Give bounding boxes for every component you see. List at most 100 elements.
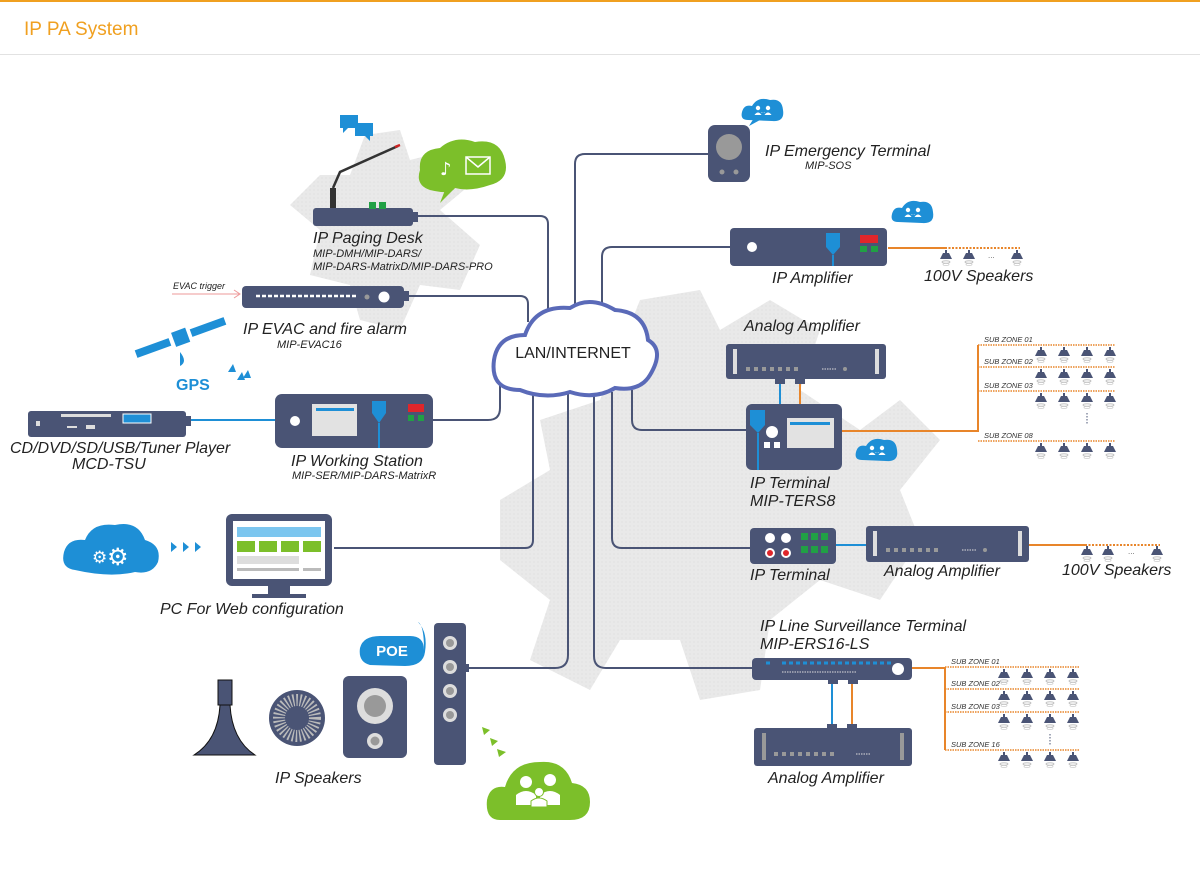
- column-speaker-icon: [434, 623, 469, 765]
- ceiling-speaker-icon: [1080, 442, 1094, 459]
- ip-emergency-terminal[interactable]: IP Emergency Terminal MIP-SOS: [708, 98, 931, 182]
- paging-desk-model-2: MIP-DARS-MatrixD/MIP-DARS-PRO: [313, 261, 493, 273]
- settings-cloud-icon: ⚙ ⚙: [63, 524, 159, 575]
- ceiling-speaker-icon: [1020, 690, 1034, 707]
- sub-zone-label: SUB ZONE 02: [984, 357, 1034, 366]
- ceiling-speaker-icon: [1103, 368, 1117, 385]
- cd-dvd-tuner-player[interactable]: CD/DVD/SD/USB/Tuner Player MCD-TSU: [10, 411, 231, 473]
- network-links: [334, 153, 752, 669]
- ip-amplifier[interactable]: IP Amplifier ... 100V Speakers: [730, 200, 1033, 287]
- analog-amplifier-1[interactable]: Analog Amplifier: [726, 318, 886, 384]
- ip-terminal[interactable]: IP Terminal: [750, 528, 836, 584]
- lan-internet-cloud: LAN/INTERNET: [491, 300, 659, 398]
- analog-amp-3-name: Analog Amplifier: [767, 770, 885, 787]
- ceiling-speaker-icon: [1066, 668, 1080, 685]
- ceiling-speaker-icon: [1043, 668, 1057, 685]
- pc-name: PC For Web configuration: [160, 601, 344, 618]
- player-model: MCD-TSU: [72, 456, 146, 473]
- box-speaker-icon: [343, 676, 407, 758]
- paging-desk-model-1: MIP-DMH/MIP-DARS/: [313, 248, 422, 260]
- horn-speaker-icon: [192, 679, 257, 756]
- ceiling-speaker-icon: [1034, 442, 1048, 459]
- ceiling-speaker-icon: [1080, 346, 1094, 363]
- intercom-cloud-icon: [855, 438, 898, 462]
- ip-terminal-name: IP Terminal: [750, 567, 830, 584]
- ceiling-speaker-icon: [997, 690, 1011, 707]
- ip-working-station[interactable]: IP Working Station MIP-SER/MIP-DARS-Matr…: [275, 394, 436, 482]
- ceiling-speaker-icon: [1057, 368, 1071, 385]
- emergency-name: IP Emergency Terminal: [765, 143, 931, 160]
- speakers-row: ...: [939, 249, 1024, 266]
- ceiling-speaker-icon: [1103, 392, 1117, 409]
- ceiling-speaker-icon: [1043, 713, 1057, 730]
- audio-links-blue: [190, 383, 866, 728]
- sub-zone-label: SUB ZONE 08: [984, 431, 1034, 440]
- analog-amp-2-name: Analog Amplifier: [883, 563, 1001, 580]
- ceiling-speaker-icon: [1034, 392, 1048, 409]
- ceiling-speaker-icon: [997, 668, 1011, 685]
- intercom-cloud-icon: [741, 98, 784, 126]
- ceiling-speaker-icon: [1020, 751, 1034, 768]
- evac-model: MIP-EVAC16: [277, 339, 343, 351]
- ters8-name: IP Terminal: [750, 475, 830, 492]
- emergency-model: MIP-SOS: [805, 160, 852, 172]
- chat-bubbles-icon: [340, 115, 373, 141]
- svg-text:...: ...: [988, 251, 995, 260]
- working-station-name: IP Working Station: [291, 453, 423, 470]
- sub-zone-label: SUB ZONE 01: [951, 657, 1000, 666]
- speakers-row: ...: [1080, 545, 1164, 562]
- ip-terminal-ters8[interactable]: IP Terminal MIP-TERS8: [746, 404, 898, 510]
- intercom-cloud-icon: [891, 200, 934, 224]
- player-name: CD/DVD/SD/USB/Tuner Player: [10, 440, 231, 457]
- arrows-icon: [171, 542, 201, 552]
- ceiling-speaker-icon: [1080, 368, 1094, 385]
- working-station-model: MIP-SER/MIP-DARS-MatrixR: [292, 470, 436, 482]
- top-accent-bar: [0, 0, 1200, 2]
- ters8-model: MIP-TERS8: [750, 493, 835, 510]
- ip-speakers-group[interactable]: POE IP Speakers: [192, 622, 590, 820]
- poe-label: POE: [376, 643, 408, 660]
- lan-internet-label: LAN/INTERNET: [515, 345, 631, 362]
- pc-web-configuration[interactable]: ⚙ ⚙ PC For Web configuration: [63, 514, 344, 618]
- ip-evac-fire-alarm[interactable]: EVAC trigger IP EVAC and fire alarm MIP-…: [173, 281, 409, 351]
- ceiling-speaker-icon: [997, 751, 1011, 768]
- arrows-icon: [482, 727, 506, 757]
- ceiling-speaker-icon: [1034, 368, 1048, 385]
- ceiling-speaker-icon: [1103, 346, 1117, 363]
- ceiling-speaker-icon: [1066, 690, 1080, 707]
- analog-amplifier-3[interactable]: Analog Amplifier: [754, 724, 912, 787]
- ip-line-surveillance-terminal[interactable]: IP Line Surveillance Terminal MIP-ERS16-…: [752, 618, 966, 684]
- svg-text:♪: ♪: [440, 159, 452, 180]
- page-title: IP PA System: [24, 19, 139, 40]
- svg-text:...: ...: [1128, 547, 1135, 556]
- ceiling-speaker-icon: [1080, 392, 1094, 409]
- ip-paging-desk[interactable]: ♪ IP Paging Desk MIP-DMH/MIP-DARS/ MIP-D…: [313, 115, 506, 273]
- ceiling-speaker-icon: [1066, 751, 1080, 768]
- ceiling-speaker-icon: [269, 690, 325, 746]
- evac-name: IP EVAC and fire alarm: [243, 321, 407, 338]
- music-message-cloud-icon: ♪: [418, 139, 506, 203]
- ceiling-speaker-icon: [997, 713, 1011, 730]
- ceiling-speaker-icon: [1103, 442, 1117, 459]
- ceiling-speaker-icon: [1043, 690, 1057, 707]
- speakers-label-2: 100V Speakers: [1062, 562, 1171, 579]
- ip-amplifier-name: IP Amplifier: [772, 270, 853, 287]
- poe-badge: POE: [359, 622, 426, 666]
- ceiling-speaker-icon: [1034, 346, 1048, 363]
- sub-zone-label: SUB ZONE 03: [951, 702, 1001, 711]
- paging-desk-name: IP Paging Desk: [313, 230, 424, 247]
- sub-zone-label: SUB ZONE 02: [951, 679, 1001, 688]
- ip-speakers-label: IP Speakers: [275, 770, 362, 787]
- evac-trigger-arrow: [172, 289, 241, 299]
- analog-amplifier-2[interactable]: Analog Amplifier ... 100V Speakers: [866, 526, 1171, 580]
- title-divider: [0, 54, 1200, 55]
- svg-text:⚙: ⚙: [107, 543, 129, 571]
- users-cloud-icon: [486, 761, 590, 820]
- gps-satellite-icon: GPS: [134, 317, 251, 394]
- ceiling-speaker-icon: [1020, 713, 1034, 730]
- sub-zone-label: SUB ZONE 01: [984, 335, 1033, 344]
- line-surveillance-name: IP Line Surveillance Terminal: [760, 618, 966, 635]
